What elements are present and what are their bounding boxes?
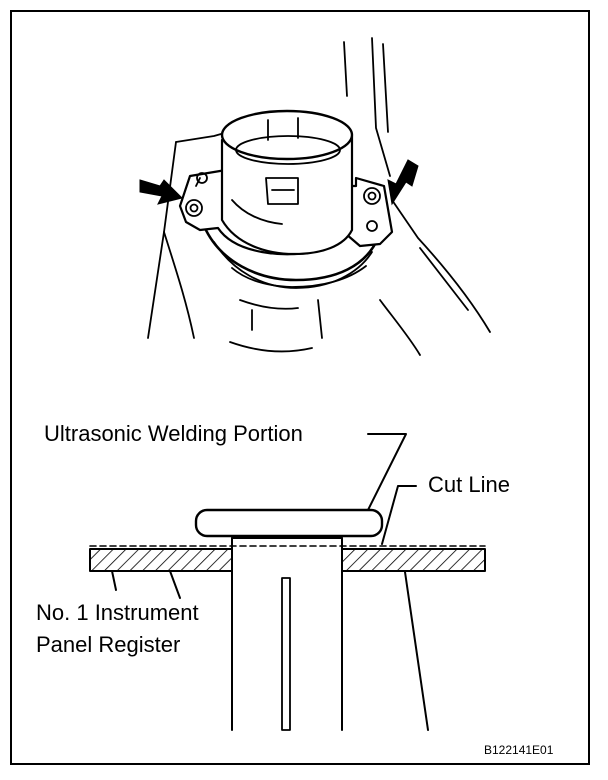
label-register-line2: Panel Register: [36, 632, 181, 657]
upper-view: [147, 37, 491, 356]
leader-welding: [367, 433, 407, 511]
section-view: [89, 433, 486, 731]
flange-ring: [202, 224, 380, 282]
label-register-line1: No. 1 Instrument: [36, 600, 199, 625]
label-ultrasonic-welding-portion: Ultrasonic Welding Portion: [44, 421, 303, 446]
leader-register-right: [169, 570, 181, 599]
label-cut-line: Cut Line: [428, 472, 510, 497]
panel-left: [89, 548, 233, 572]
bold-arrow-icon-left: [139, 179, 183, 205]
bolt-right: [363, 187, 381, 205]
bold-arrow-icon-right: [387, 159, 419, 206]
panel-outline: [371, 37, 391, 177]
slot: [267, 117, 299, 141]
leader-register-body: [404, 571, 429, 731]
figure-code: B122141E01: [484, 743, 554, 757]
neck-body: [231, 265, 367, 288]
leader-cut-line: [381, 485, 417, 545]
weld-cap: [194, 508, 384, 538]
bolt-left: [185, 199, 203, 217]
leader-register-left: [111, 570, 117, 591]
panel-right: [341, 548, 486, 572]
